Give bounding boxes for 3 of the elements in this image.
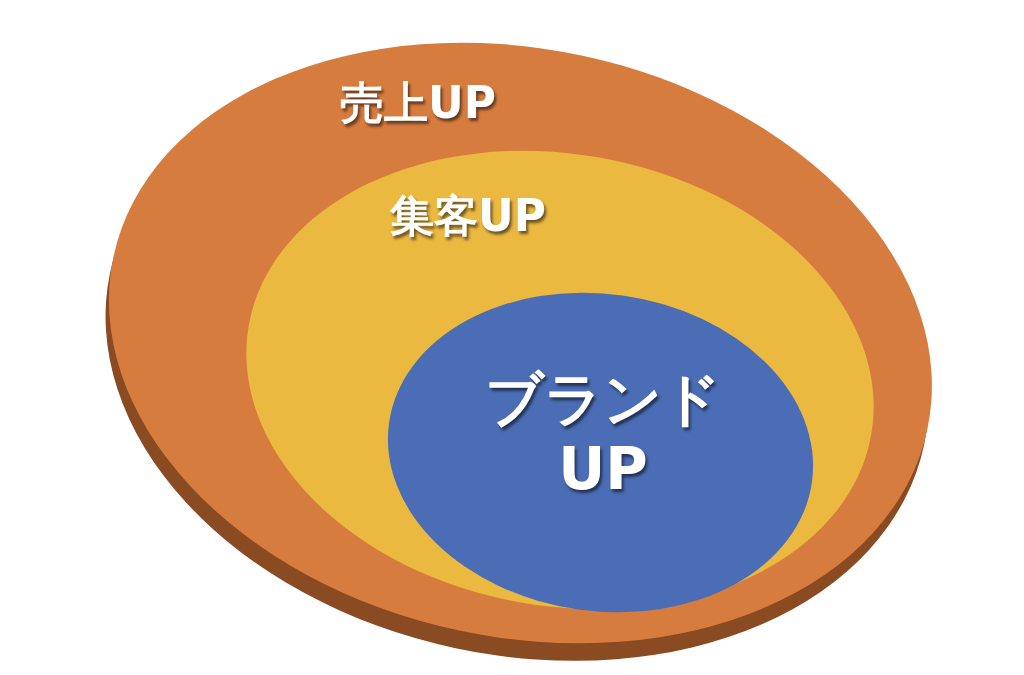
ellipse-label: 集客UP xyxy=(390,190,546,243)
ellipse-label: 売上UP xyxy=(340,77,496,130)
ellipse-label: ブランドUP xyxy=(484,365,722,505)
